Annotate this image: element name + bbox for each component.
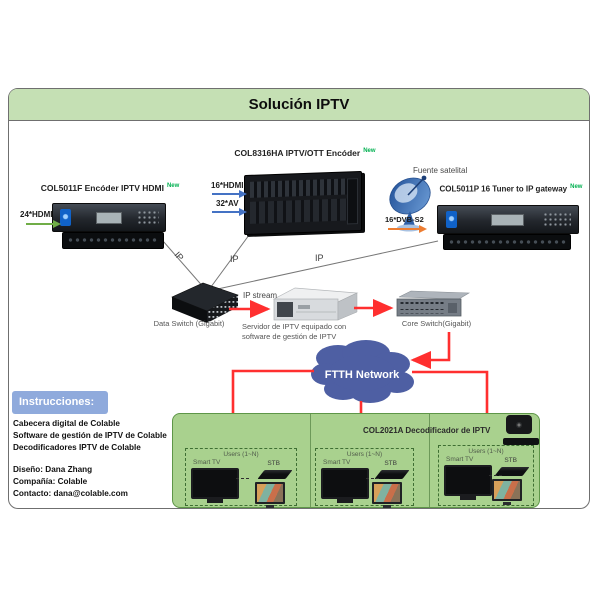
users-label: Users (1~N): [346, 451, 383, 458]
contact-line: Contacto: dana@colable.com: [13, 488, 128, 498]
stb-topview-icon: [506, 415, 532, 434]
panel-divider: [310, 414, 311, 507]
hdmi24-label: 24*HDMI: [20, 210, 53, 219]
dvbs2-label: 16*DVB-S2: [385, 215, 424, 224]
module-slots: [250, 178, 347, 198]
smart-tv-icon: [321, 468, 369, 503]
decoder-section: Users (1~N) STB Smart TV: [185, 448, 297, 508]
tv-screen-icon: [372, 482, 402, 508]
server-label-line2: software de gestión de IPTV: [242, 331, 337, 341]
smart-tv-label: Smart TV: [193, 459, 221, 466]
core-switch-label: Core Switch(Gigabit): [401, 319, 472, 328]
dashed-link: [489, 475, 502, 476]
instructions-block-1: Cabecera digital de Colable Software de …: [13, 418, 167, 453]
dashed-link: [236, 478, 249, 479]
av32-label: 32*AV: [216, 199, 239, 208]
dashed-link: [366, 478, 379, 479]
brand-logo-icon: [59, 208, 71, 226]
encoder-hdmi-title-text: COL5011F Encóder IPTV HDMI: [40, 183, 164, 193]
stb-label: STB: [267, 460, 280, 467]
lcd-display: [95, 211, 123, 224]
encoder-hdmi-ports: [62, 232, 164, 249]
title-bar: Solución IPTV: [9, 89, 589, 121]
smart-tv-label: Smart TV: [323, 459, 351, 466]
instructions-header: Instrucciones:: [12, 391, 108, 414]
data-switch-label: Data Switch (Gigabit): [153, 319, 225, 328]
gateway-ports: [443, 234, 571, 250]
orange-arrow-icon: [388, 225, 427, 233]
stb-label: STB: [504, 457, 517, 464]
new-badge: New: [570, 184, 583, 190]
tv-screen-content: [257, 484, 283, 502]
instructions-line: Cabecera digital de Colable: [13, 419, 120, 428]
smart-tv-icon: [444, 465, 492, 500]
stb-frontview-icon: [503, 438, 539, 445]
front-buttons: [543, 211, 571, 227]
smart-tv-label: Smart TV: [446, 456, 474, 463]
stb-box-icon: [374, 470, 410, 479]
blue-arrow-icon: [212, 208, 247, 216]
smart-tv-icon: [191, 468, 239, 503]
panel-divider: [429, 414, 430, 507]
front-buttons: [137, 209, 160, 225]
instructions-line: Decodificadores IPTV de Colable: [13, 442, 141, 452]
encoder-hdmi-device: [52, 203, 166, 232]
gateway-device: [437, 205, 579, 234]
hdmi16-label: 16*HDMI: [211, 181, 244, 190]
lcd-display: [491, 213, 524, 226]
users-label: Users (1~N): [223, 451, 259, 458]
new-badge: New: [363, 148, 376, 155]
server-label-line1: Servidor de IPTV equipado con: [242, 322, 347, 331]
instructions-line: Software de gestión de IPTV de Colable: [13, 430, 167, 440]
tv-screen-icon: [255, 482, 285, 508]
decoder-panel-title: COL2021A Decodificador de IPTV: [363, 426, 491, 435]
tv-screen-content: [494, 481, 520, 499]
stb-label: STB: [384, 460, 397, 467]
users-label: Users (1~N): [468, 448, 504, 455]
ports-row: [67, 236, 159, 245]
brand-logo-icon: [446, 210, 458, 228]
page-title: Solución IPTV: [248, 96, 350, 113]
green-arrow-icon: [26, 220, 61, 228]
server-label: Servidor de IPTV equipado con software d…: [242, 322, 352, 341]
decoder-panel: COL2021A Decodificador de IPTV Users (1~…: [172, 413, 540, 508]
decoder-section: Users (1~N) STB Smart TV: [315, 448, 414, 508]
decoder-section: Users (1~N) STB Smart TV: [438, 445, 534, 506]
module-slots: [250, 198, 347, 224]
designer-line: Diseño: Dana Zhang: [13, 465, 93, 474]
ports-row: [448, 238, 566, 246]
instructions-block-2: Diseño: Dana Zhang Compañía: Colable Con…: [13, 464, 128, 499]
psu-module: [347, 178, 358, 225]
tv-screen-content: [374, 484, 400, 502]
company-line: Compañía: Colable: [13, 476, 88, 486]
encoder-ott-title-text: COL8316HA IPTV/OTT Encóder: [234, 148, 361, 158]
encoder-ott-device: [244, 170, 362, 236]
tv-screen-icon: [492, 479, 522, 505]
new-badge: New: [166, 183, 180, 190]
stb-button: [516, 421, 522, 428]
satellite-source-label: Fuente satelital: [413, 166, 468, 175]
blue-arrow-icon: [212, 190, 247, 198]
gateway-title-text: COL5011P 16 Tuner to IP gateway: [439, 184, 568, 194]
ip-stream-label: IP stream: [243, 291, 278, 300]
stb-box-icon: [257, 470, 293, 479]
